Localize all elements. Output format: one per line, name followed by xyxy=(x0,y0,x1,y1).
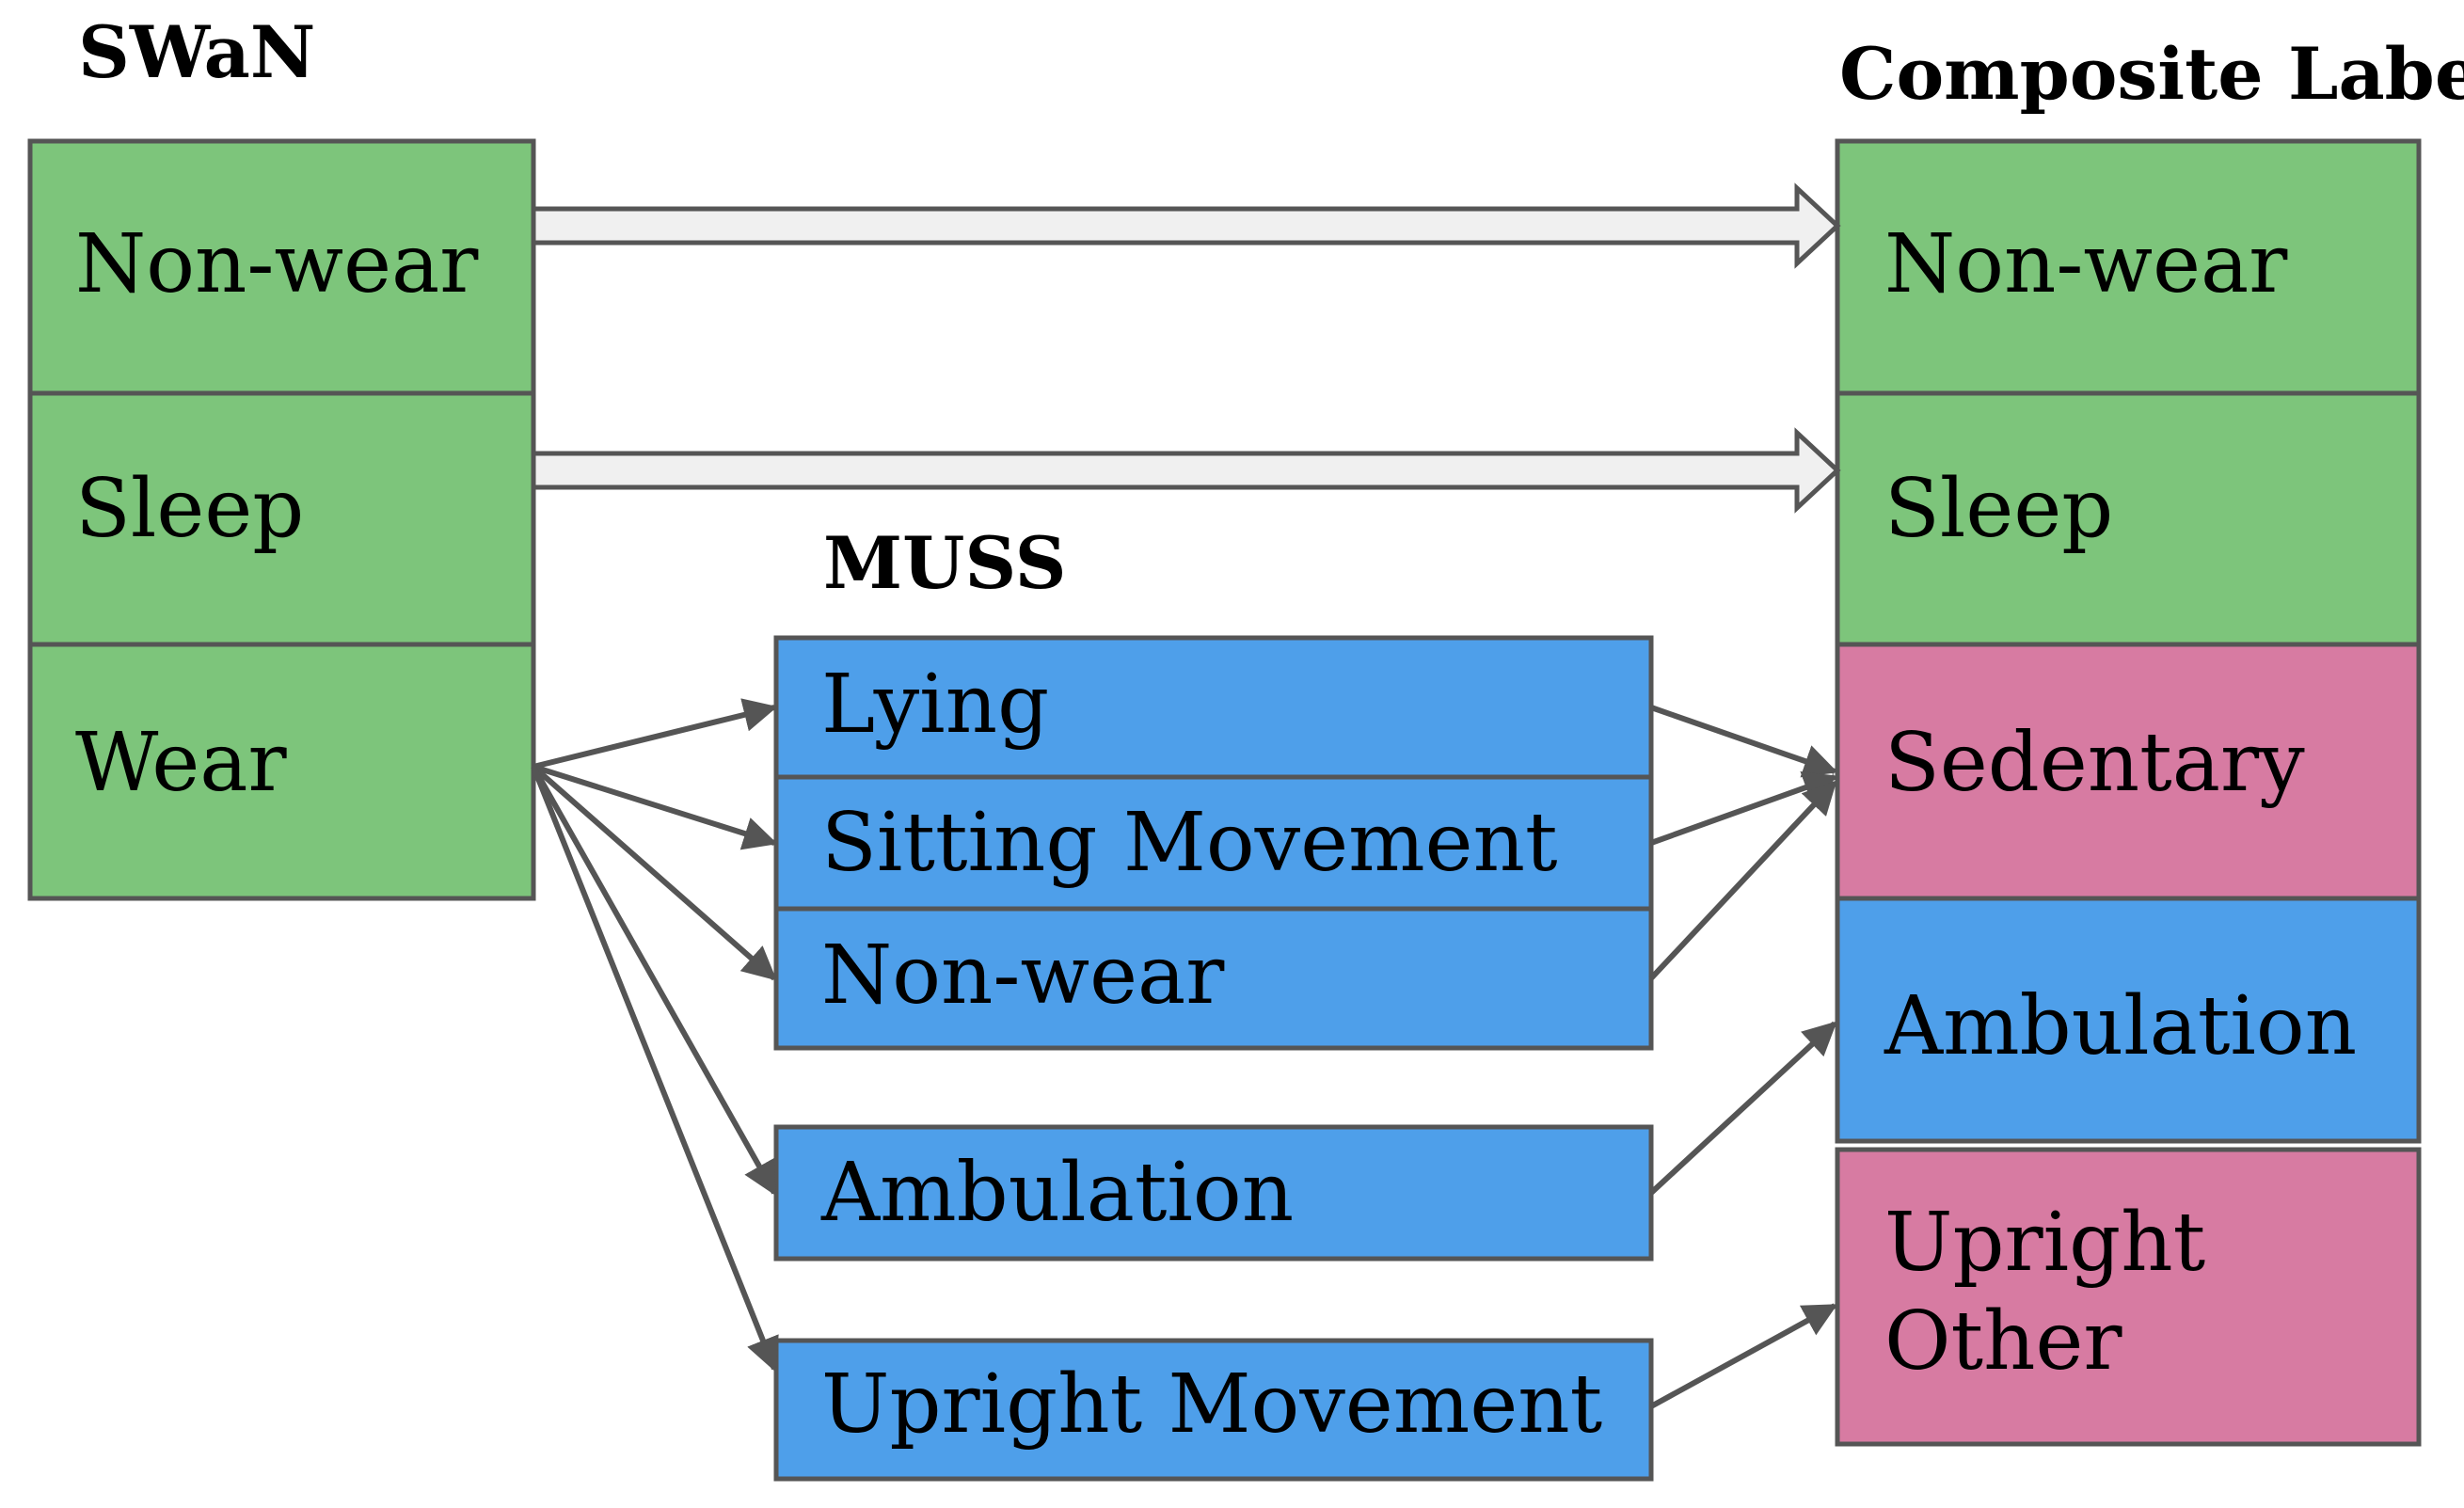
arrow-lying-to-sedentary xyxy=(1650,705,1838,778)
muss-label-non-wear: Non-wear xyxy=(821,929,1225,1023)
wide-arrow-non-wear xyxy=(531,183,1841,269)
muss-column: Lying Sitting Movement Non-wear Ambulati… xyxy=(773,635,1654,1482)
composite-box-sleep xyxy=(1835,390,2422,647)
swan-column: Non-wear Sleep Wear xyxy=(27,138,536,901)
swan-title: SWaN xyxy=(78,10,315,94)
composite-label-sedentary: Sedentary xyxy=(1884,716,2305,810)
swan-box-sleep xyxy=(27,390,536,647)
wear-to-muss-arrows xyxy=(531,698,779,1373)
composite-label-other: Other xyxy=(1884,1294,2122,1389)
arrow-ambulation-to-ambulation xyxy=(1648,1021,1837,1196)
arrow-upright-movement-to-upright-other xyxy=(1649,1303,1838,1409)
composite-box-ambulation xyxy=(1835,896,2422,1144)
arrow-wear-to-ambulation xyxy=(531,765,777,1197)
muss-label-lying: Lying xyxy=(821,658,1049,752)
arrow-muss-non-wear-to-sedentary xyxy=(1648,780,1837,981)
composite-label-upright: Upright xyxy=(1884,1196,2205,1290)
arrow-wear-to-sitting xyxy=(533,764,778,850)
swan-box-wear xyxy=(27,642,536,901)
muss-label-ambulation: Ambulation xyxy=(820,1146,1294,1240)
swan-label-sleep: Sleep xyxy=(75,462,304,556)
wide-arrow-sleep xyxy=(531,427,1841,514)
arrow-wear-to-muss-non-wear xyxy=(532,764,777,981)
muss-to-composite-arrows xyxy=(1648,705,1838,1409)
muss-box-ambulation xyxy=(773,1124,1654,1262)
muss-label-upright-movement: Upright Movement xyxy=(821,1357,1602,1452)
arrow-wear-to-lying xyxy=(533,698,778,770)
composite-box-upright-other xyxy=(1835,1147,2422,1447)
composite-label-ambulation: Ambulation xyxy=(1884,979,2357,1073)
swan-label-wear: Wear xyxy=(75,716,288,810)
composite-box-sedentary xyxy=(1835,642,2422,901)
muss-label-sitting-movement: Sitting Movement xyxy=(821,796,1558,890)
muss-box-upright-movement xyxy=(773,1338,1654,1482)
composite-title: Composite Label xyxy=(1839,32,2464,116)
composite-label-non-wear: Non-wear xyxy=(1884,217,2288,311)
swan-label-non-wear: Non-wear xyxy=(75,217,479,311)
arrow-wear-to-upright-movement xyxy=(531,765,779,1373)
composite-column: Non-wear Sleep Sedentary Ambulation Upri… xyxy=(1835,138,2422,1447)
composite-label-sleep: Sleep xyxy=(1884,462,2113,556)
swan-box-non-wear xyxy=(27,138,536,396)
muss-title: MUSS xyxy=(823,521,1067,605)
